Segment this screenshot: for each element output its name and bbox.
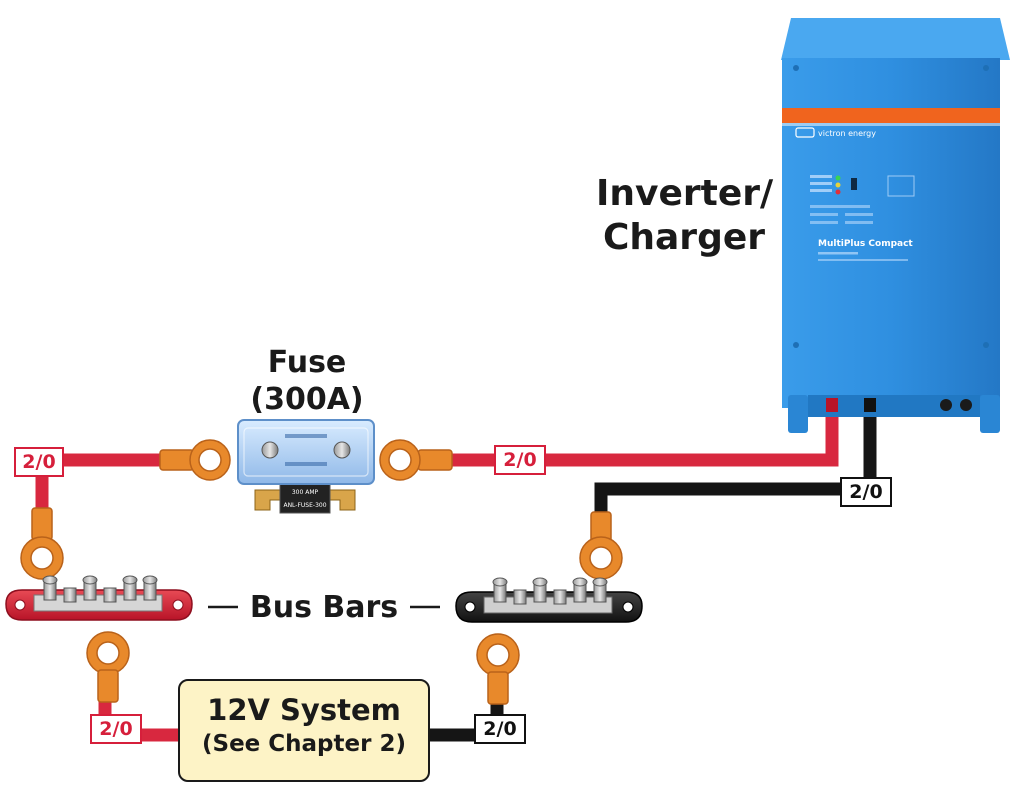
lug-red-bus-bottom bbox=[86, 631, 130, 703]
lug-fuse-left bbox=[159, 439, 231, 481]
fuse-label-rating: (300A) bbox=[250, 382, 364, 417]
inverter-panel bbox=[810, 175, 915, 224]
fuse-stud-right bbox=[333, 441, 351, 459]
power-switch-icon bbox=[851, 178, 857, 190]
inverter-brand: victron energy bbox=[818, 129, 876, 138]
cable-inverter-to-fuse bbox=[440, 410, 839, 467]
status-led-red bbox=[835, 189, 841, 195]
red-bus-bar bbox=[5, 575, 193, 621]
cable-inverter-negative bbox=[594, 405, 877, 515]
inverter-charger: victron energy MultiPlus Compact bbox=[781, 18, 1010, 433]
gauge-tag-left-top: 2/0 bbox=[14, 447, 64, 477]
system-label-line2: (See Chapter 2) bbox=[202, 731, 406, 757]
12v-system-box: 12V System (See Chapter 2) bbox=[178, 679, 430, 782]
gauge-tag-fuse-to-inverter: 2/0 bbox=[494, 445, 546, 475]
system-label-line1: 12V System bbox=[207, 693, 401, 727]
cable-gland bbox=[960, 399, 972, 411]
gauge-tag-system-negative: 2/0 bbox=[474, 714, 526, 744]
gauge-tag-inverter-negative: 2/0 bbox=[840, 477, 892, 507]
status-led-green bbox=[835, 175, 841, 181]
inverter-label: Inverter/ Charger bbox=[596, 172, 774, 260]
inverter-label-line2: Charger bbox=[602, 217, 766, 258]
fuse-label: Fuse (300A) bbox=[236, 344, 378, 418]
victron-logo-icon bbox=[795, 127, 815, 138]
fuse-element-text-2: ANL-FUSE-300 bbox=[283, 502, 326, 509]
bus-bars-label: Bus Bars bbox=[249, 590, 399, 625]
ring-lugs bbox=[20, 439, 623, 705]
fuse-label-title: Fuse bbox=[267, 345, 347, 380]
black-bus-bar bbox=[455, 577, 643, 623]
lug-fuse-right bbox=[379, 439, 453, 481]
anl-fuse: 300 AMP ANL-FUSE-300 bbox=[237, 419, 375, 514]
lug-black-bus-bottom bbox=[476, 633, 520, 705]
gauge-tag-system-positive: 2/0 bbox=[90, 714, 142, 744]
lug-red-bus-top bbox=[20, 507, 64, 580]
fuse-element-text-1: 300 AMP bbox=[292, 489, 319, 496]
inverter-label-line1: Inverter/ bbox=[596, 173, 774, 214]
inverter-orange-stripe bbox=[782, 108, 1000, 123]
fuse-holder bbox=[237, 419, 375, 485]
fuse-stud-left bbox=[261, 441, 279, 459]
lug-black-bus-top bbox=[579, 511, 623, 580]
inverter-model: MultiPlus Compact bbox=[818, 239, 913, 249]
cable-gland bbox=[940, 399, 952, 411]
status-led-yellow bbox=[835, 182, 841, 188]
